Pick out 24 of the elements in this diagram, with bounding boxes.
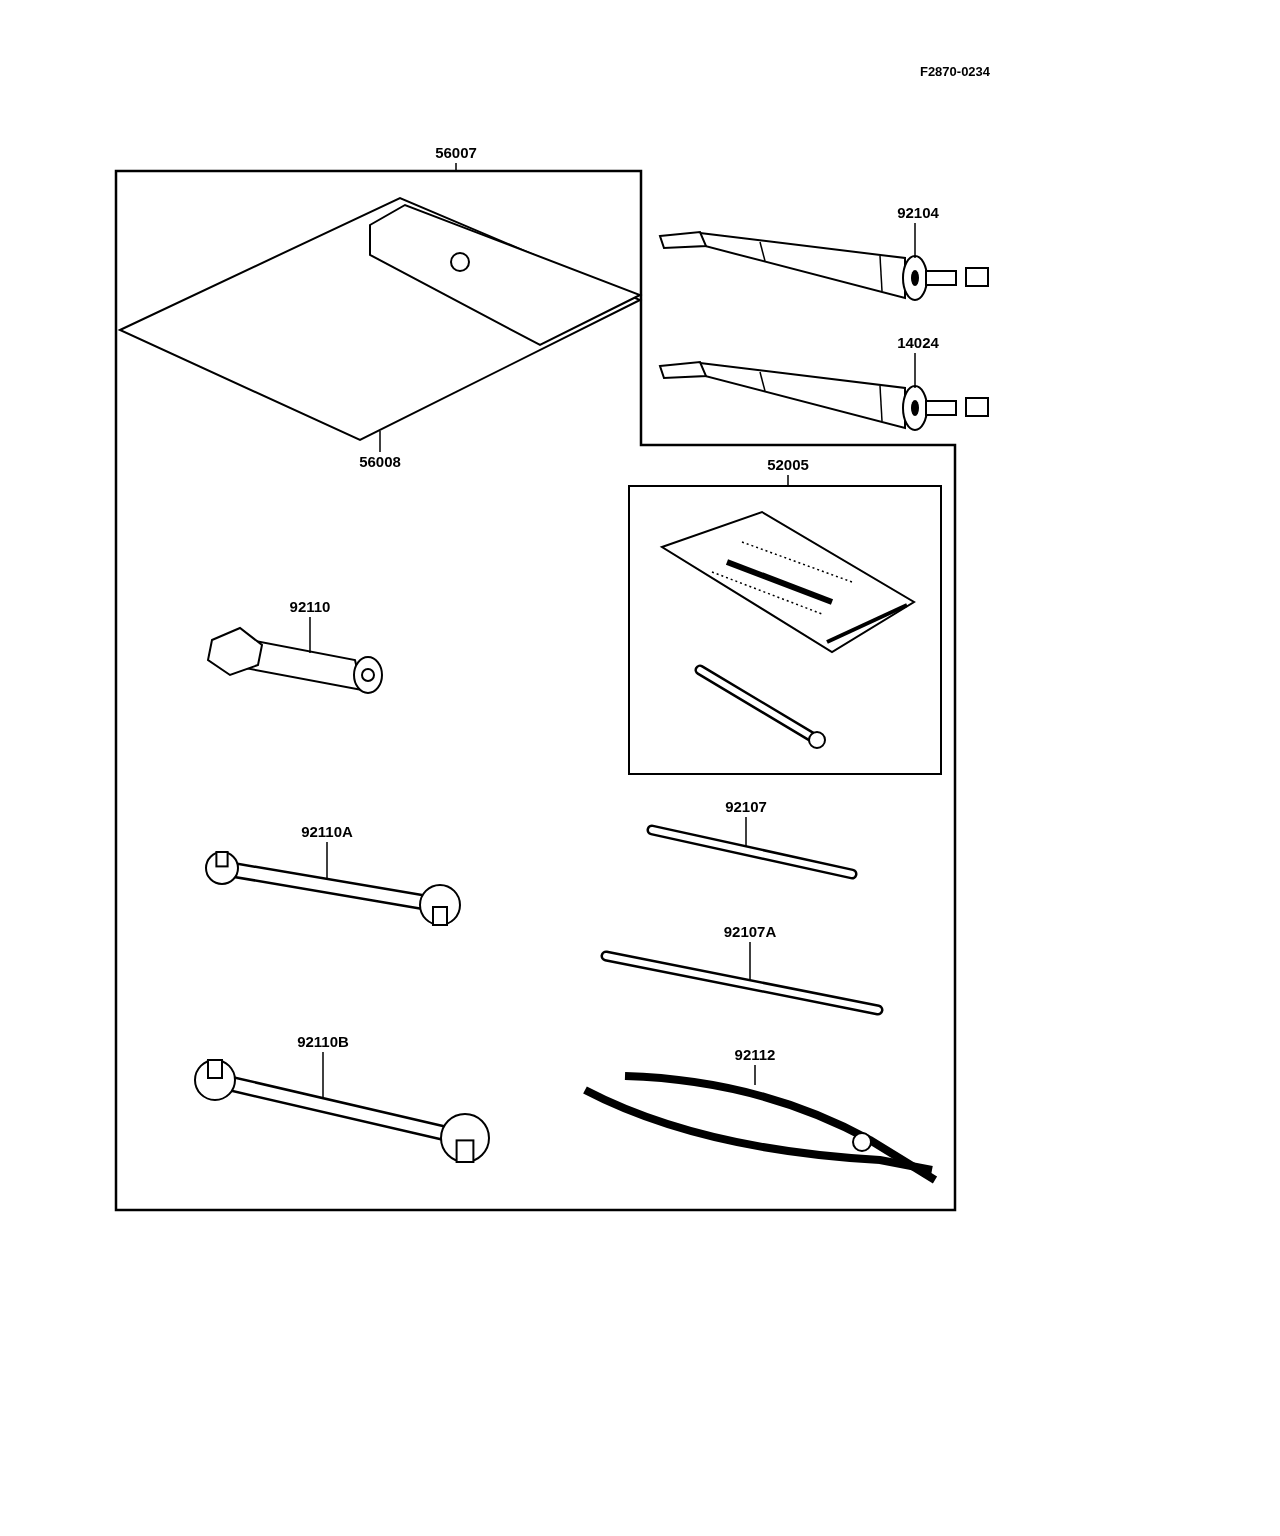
leader-line [326,841,328,881]
kit-box [628,485,942,775]
leader-line [914,352,916,389]
part-number: 92107 [713,797,779,817]
part-number: 52005 [755,455,821,475]
part-number: 56008 [345,452,415,472]
leader-line [914,222,916,259]
part-number: 92110 [275,597,345,617]
leader-line [745,816,747,848]
leader-line [322,1051,324,1100]
part-number: 92110B [283,1032,363,1052]
part-number: 92112 [722,1045,788,1065]
part-number: 92107A [710,922,790,942]
leader-line [754,1064,756,1086]
part-number: 92104 [885,203,951,223]
part-number: 92110A [287,822,367,842]
leader-line [787,474,789,486]
leader-line [379,430,381,453]
leader-line [749,941,751,982]
leader-line [309,616,311,654]
part-number: 56007 [420,143,492,163]
part-number: 14024 [885,333,951,353]
drawing-number: F2870-0234 [918,63,992,81]
leader-line [455,162,457,171]
